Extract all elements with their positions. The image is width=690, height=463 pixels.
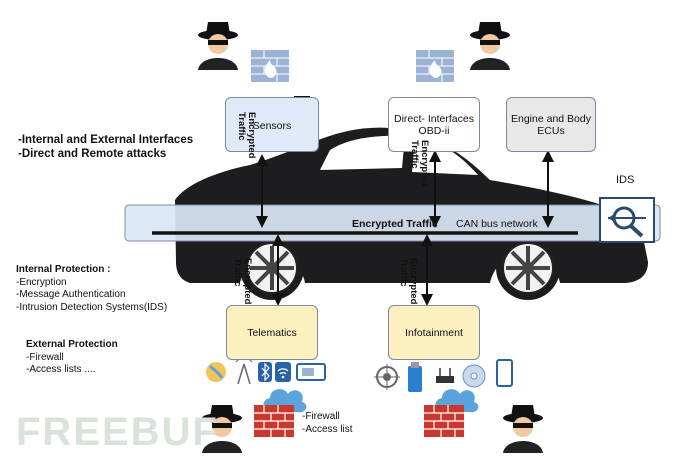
telematics-box: Telematics [226,305,318,360]
antenna-icon [235,357,253,385]
hacker-icon [503,405,543,453]
firewall-icon [416,50,454,82]
router-icon [436,368,454,383]
bottom-note: -Firewall -Access list [302,411,353,436]
hacker-icon [198,22,238,70]
list-item: -Firewall [26,351,64,363]
list-item: -Access lists .... [26,364,96,375]
internal-protection-list: Internal Protection : -Encryption -Messa… [16,264,167,314]
direct-interfaces-box: Direct- Interfaces OBD-ii [388,97,480,152]
phone-icon [496,359,513,387]
bottom-note-line2: -Access list [302,423,353,435]
watermark: FREEBUF [16,410,219,454]
direct-interfaces-label: Direct- Interfaces [394,112,474,125]
cloud-firewall-icon [254,389,307,437]
gps-target-icon [374,364,400,390]
external-protection-list: External Protection -Firewall -Access li… [26,339,118,377]
headline-line1: -Internal and External Interfaces [18,134,194,146]
engine-body-label: Engine and Body [511,112,591,125]
cloud-firewall-icon [424,389,479,437]
gps-device-icon [296,363,326,381]
infotainment-label: Infotainment [405,326,463,339]
sensors-label: Sensors [252,120,292,132]
bottom-note-line1: -Firewall [302,411,340,422]
ids-icon [599,197,655,243]
telematics-label: Telematics [247,326,297,339]
ids-label: IDS [616,174,635,186]
globe-icon [206,362,226,382]
internal-protection-title: Internal Protection : [16,264,111,275]
headline: -Internal and External Interfaces -Direc… [18,133,193,161]
sensors-box: Sensors [225,97,319,152]
hacker-icon [470,22,510,70]
headline-line2: -Direct and Remote attacks [18,148,167,160]
can-bus-label: CAN bus network [456,218,538,230]
list-item: -Encryption [16,276,67,288]
firewall-icon [251,50,289,82]
list-item: -Message Authentication [16,289,126,300]
obd-label: OBD-ii [418,124,450,137]
ecus-label: ECUs [537,124,565,137]
bus-encrypted-traffic-label: Encrypted Traffic [352,218,438,230]
list-item: -Intrusion Detection Systems(IDS) [16,301,168,313]
wifi-icon [275,362,291,382]
engine-ecu-box: Engine and Body ECUs [506,97,596,152]
bluetooth-icon [258,362,272,382]
rear-wheel [496,236,560,300]
hacker-icon [202,405,242,453]
cd-icon [462,364,486,388]
usb-icon [408,362,422,392]
external-protection-title: External Protection [26,339,118,350]
infotainment-box: Infotainment [388,305,480,360]
